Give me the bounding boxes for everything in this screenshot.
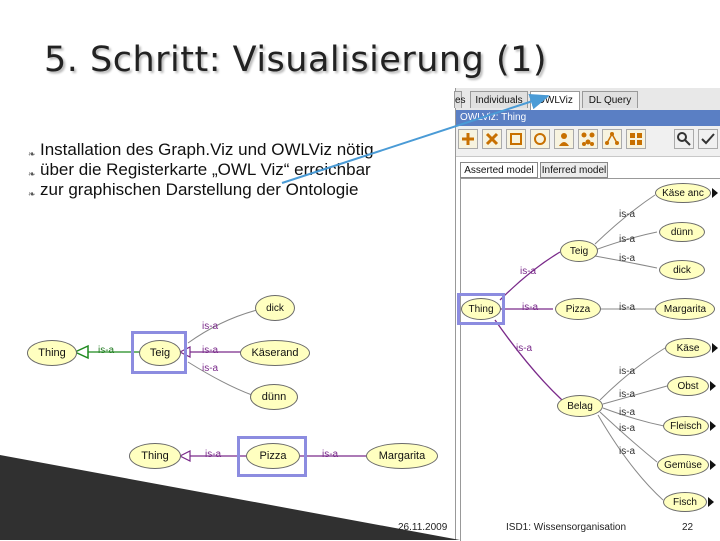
edge-label: is-a <box>205 449 222 460</box>
node-kaese[interactable]: Käse <box>665 338 711 358</box>
plus-icon[interactable] <box>458 129 478 149</box>
box-icon[interactable] <box>506 129 526 149</box>
footer-course: ISD1: Wissensorganisation <box>506 522 627 533</box>
node-dick[interactable]: dick <box>255 295 295 321</box>
tree-icon[interactable] <box>602 129 622 149</box>
protege-owlviz-panel: es Individuals OWLViz DL Query OWLViz: T… <box>454 88 720 541</box>
search-icon[interactable] <box>674 129 694 149</box>
owlviz-header: OWLViz: Thing <box>456 110 720 126</box>
bullet-text: über die Registerkarte „OWL Viz“ erreich… <box>40 160 371 179</box>
node-fleisch[interactable]: Fleisch <box>663 416 709 436</box>
edge-label: is-a <box>619 423 636 434</box>
node-margarita[interactable]: Margarita <box>655 298 715 320</box>
check-icon[interactable] <box>698 129 718 149</box>
edge-label: is-a <box>619 366 636 377</box>
node-thing[interactable]: Thing <box>461 298 501 320</box>
edge-label: is-a <box>619 209 636 220</box>
cluster-icon[interactable] <box>578 129 598 149</box>
slide-title: 5. Schritt: Visualisierung (1) <box>44 40 548 80</box>
edge-label: is-a <box>522 302 539 313</box>
node-dick[interactable]: dick <box>659 260 705 280</box>
node-belag[interactable]: Belag <box>557 395 603 417</box>
tab-dl-query[interactable]: DL Query <box>582 91 638 108</box>
bullet-item: ❧ zur graphischen Darstellung der Ontolo… <box>28 180 408 200</box>
edge-label: is-a <box>619 446 636 457</box>
edge-label: is-a <box>619 389 636 400</box>
node-thing[interactable]: Thing <box>129 443 181 469</box>
node-duenn[interactable]: dünn <box>250 384 298 410</box>
bullet-item: ❧ Installation des Graph.Viz und OWLViz … <box>28 140 408 160</box>
bullet-text: Installation des Graph.Viz und OWLViz nö… <box>40 140 374 159</box>
node-fisch[interactable]: Fisch <box>663 492 707 512</box>
edge-label: is-a <box>619 407 636 418</box>
tab-inferred-model[interactable]: Inferred model <box>540 162 608 178</box>
node-duenn[interactable]: dünn <box>659 222 705 242</box>
edge-label: is-a <box>619 234 636 245</box>
node-teig[interactable]: Teig <box>560 240 598 262</box>
tab-asserted-model[interactable]: Asserted model <box>460 162 538 178</box>
node-kaese-anc[interactable]: Käse anc <box>655 183 711 203</box>
bullet-text: zur graphischen Darstellung der Ontologi… <box>40 180 359 199</box>
selection-box-pizza <box>237 436 307 477</box>
node-pizza[interactable]: Pizza <box>555 298 601 320</box>
node-thing[interactable]: Thing <box>27 340 77 366</box>
edge-label: is-a <box>520 266 537 277</box>
bullet-marker-icon: ❧ <box>28 149 36 159</box>
edge-label: is-a <box>619 253 636 264</box>
bullet-marker-icon: ❧ <box>28 189 36 199</box>
bullet-list: ❧ Installation des Graph.Viz und OWLViz … <box>28 140 408 200</box>
node-kaeserand[interactable]: Käserand <box>240 340 310 366</box>
node-margarita[interactable]: Margarita <box>366 443 438 469</box>
node-obst[interactable]: Obst <box>667 376 709 396</box>
selection-box-thing <box>457 293 505 325</box>
selection-box-teig <box>131 331 187 374</box>
edge-label: is-a <box>619 302 636 313</box>
edge-label: is-a <box>202 321 219 332</box>
grid-icon[interactable] <box>626 129 646 149</box>
person-icon[interactable] <box>554 129 574 149</box>
edge-label: is-a <box>322 449 339 460</box>
circle-icon[interactable] <box>530 129 550 149</box>
edge-label: is-a <box>516 343 533 354</box>
node-teig[interactable]: Teig <box>139 340 181 366</box>
bullet-marker-icon: ❧ <box>28 169 36 179</box>
edge-label: is-a <box>202 363 219 374</box>
footer-date: 26.11.2009 <box>398 522 448 533</box>
owlviz-toolbar <box>456 126 720 157</box>
edge-label: is-a <box>98 345 115 356</box>
tab-individuals[interactable]: Individuals <box>470 91 528 108</box>
node-gemuese[interactable]: Gemüse <box>657 454 709 476</box>
edge-label: is-a <box>202 345 219 356</box>
cross-icon[interactable] <box>482 129 502 149</box>
footer-page-number: 22 <box>682 522 694 533</box>
bullet-item: ❧ über die Registerkarte „OWL Viz“ errei… <box>28 160 408 180</box>
tab-classes[interactable]: es <box>454 91 466 108</box>
node-pizza[interactable]: Pizza <box>246 443 300 469</box>
